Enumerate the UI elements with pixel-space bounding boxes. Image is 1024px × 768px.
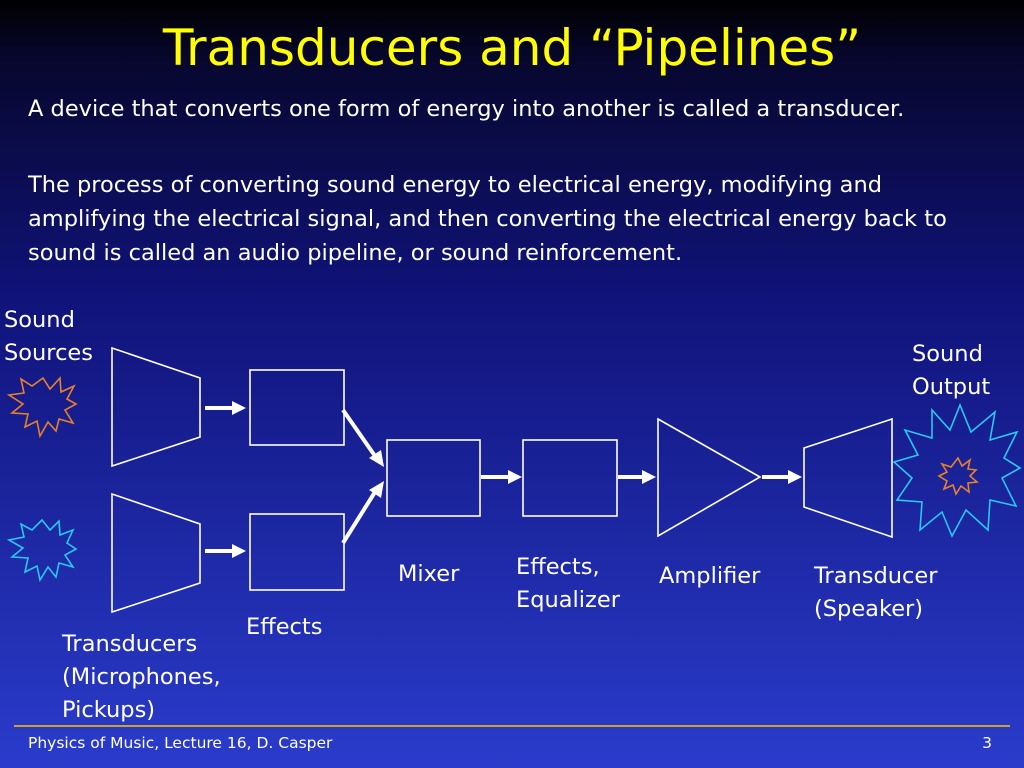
sound-source-burst-cyan-icon [6, 518, 78, 583]
microphone-transducer-bottom [111, 492, 201, 614]
effects-box-top [249, 369, 345, 446]
arrow-to-effects-top [205, 401, 246, 415]
equalizer-box [522, 439, 618, 517]
sound-output-burst-cyan-icon [892, 402, 1022, 538]
microphone-transducer-top [111, 346, 201, 468]
arrow-effects-top-to-mixer [341, 408, 384, 467]
effects-label: Effects [246, 614, 323, 640]
amplifier-label: Amplifier [659, 563, 761, 589]
effects-equalizer-label: Effects, Equalizer [516, 554, 620, 613]
output-transducer-label: Transducer (Speaker) [814, 563, 938, 622]
arrow-effects-bottom-to-mixer [341, 481, 384, 545]
arrow-amplifier-to-speaker [762, 470, 802, 484]
arrow-equalizer-to-amplifier [618, 470, 656, 484]
definition-paragraph: A device that converts one form of energ… [28, 96, 905, 122]
sound-output-label: Sound Output [912, 341, 991, 400]
amplifier-triangle [657, 417, 762, 538]
effects-box-bottom [249, 513, 345, 591]
slide-title: Transducers and “Pipelines” [162, 19, 862, 77]
footer-divider [14, 725, 1010, 727]
sound-source-burst-orange-icon [6, 376, 78, 439]
input-transducers-label: Transducers (Microphones, Pickups) [62, 631, 221, 723]
page-number: 3 [982, 734, 992, 752]
speaker-transducer [803, 417, 893, 539]
sound-output-burst-orange-icon [937, 456, 979, 496]
sound-sources-label: Sound Sources [4, 307, 94, 366]
mixer-label: Mixer [398, 561, 460, 587]
footer-course-info: Physics of Music, Lecture 16, D. Casper [28, 734, 333, 752]
pipeline-paragraph: The process of converting sound energy t… [28, 172, 947, 266]
arrow-mixer-to-equalizer [481, 470, 522, 484]
mixer-box [386, 439, 481, 517]
arrow-to-effects-bottom [205, 544, 246, 558]
